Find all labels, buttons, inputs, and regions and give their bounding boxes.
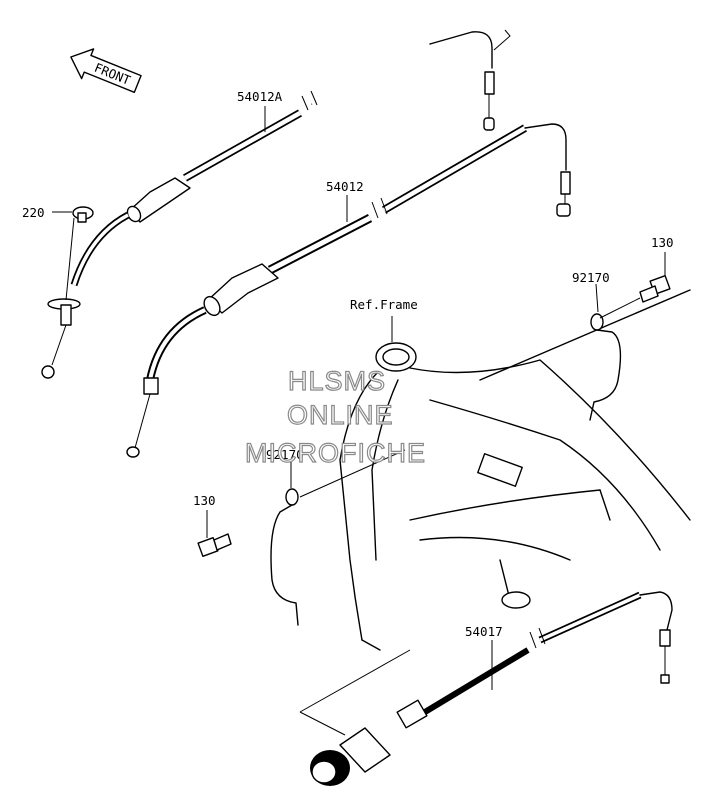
label-54012: 54012 [326,179,364,194]
bolt-130-right[interactable] [599,252,671,319]
bolt-130-left[interactable] [197,510,232,558]
watermark: HLSMS ONLINE MICROFICHE [244,365,426,468]
frame [339,289,691,651]
label-130-left: 130 [193,493,216,508]
front-direction-arrow: FRONT [70,48,142,94]
label-220: 220 [22,205,45,220]
watermark-line3: MICROFICHE [245,438,426,468]
clamp-92170-right[interactable] [589,283,622,421]
label-54012a: 54012A [237,89,283,104]
label-ref-frame: Ref.Frame [350,297,418,312]
label-92170-left: 92170 [266,447,304,462]
label-130-right: 130 [651,235,674,250]
label-54017: 54017 [465,624,503,639]
label-92170-right: 92170 [572,270,610,285]
watermark-line1: HLSMS [288,366,386,396]
screw-220[interactable] [52,206,94,223]
choke-cable-54017[interactable] [299,591,673,786]
throttle-cable-54012a[interactable] [41,29,511,379]
clamp-92170-left[interactable] [270,449,406,626]
watermark-line2: ONLINE [287,400,394,430]
throttle-cable-54012[interactable] [126,123,571,458]
